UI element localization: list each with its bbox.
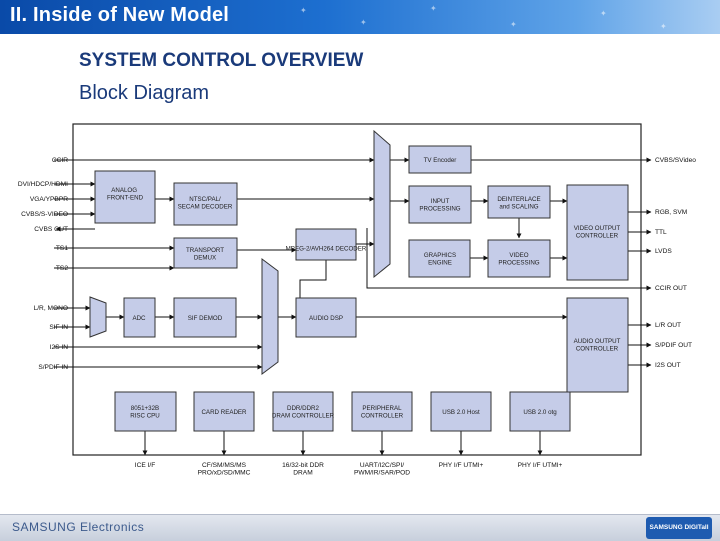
audio-input-mux (89, 296, 107, 338)
output-i2s-out: I2S OUT (655, 362, 681, 369)
block-label: CARD READER (201, 409, 247, 416)
block-mpeg-decoder: MPEG-2/AVH264 DECODER (286, 228, 367, 261)
signal-lines (54, 157, 652, 456)
port-ice: ICE I/F (135, 462, 156, 469)
input-ts2: TS2 (56, 265, 68, 272)
output-lvds: LVDS (655, 248, 672, 255)
input-sif: SIF IN (49, 324, 68, 331)
output-spdif-out: S/PDIF OUT (655, 342, 692, 349)
block-usb-otg: USB 2.0 otg (509, 391, 571, 432)
sparkle-icon: ✦ (660, 22, 667, 31)
section-subtitle: Block Diagram (79, 82, 210, 104)
block-card-reader: CARD READER (193, 391, 255, 432)
port-phy-otg: PHY I/F UTMI+ (518, 462, 563, 469)
output-ccir-out: CCIR OUT (655, 285, 687, 292)
input-cvbs-video: CVBS/S-VIDEO (21, 211, 68, 218)
section-title: SYSTEM CONTROL OVERVIEW (79, 50, 364, 71)
block-label: ADC (132, 315, 146, 322)
block-label: USB 2.0 Host (442, 409, 480, 416)
footer-bar: SAMSUNG Electronics SAMSUNG DIGITall (0, 514, 720, 541)
block-label: USB 2.0 otg (523, 409, 557, 416)
block-label: ANALOG FRONT-END (107, 187, 144, 202)
input-ts1: TS1 (56, 245, 68, 252)
sparkle-icon: ✦ (360, 18, 367, 27)
input-vga: VGA/YPBPR (30, 196, 68, 203)
input-spdif: S/PDIF IN (38, 364, 68, 371)
block-adc: ADC (123, 297, 156, 338)
block-label: SIF DEMOD (188, 315, 223, 322)
block-sif-demod: SIF DEMOD (173, 297, 237, 338)
block-tv-encoder: TV Encoder (408, 145, 472, 174)
header-band: ✦ ✦ ✦ ✦ ✦ ✦ (0, 0, 720, 34)
video-mux (373, 129, 391, 279)
output-cvbs-svideo: CVBS/SVideo (655, 157, 696, 164)
input-ccir: CCIR (52, 157, 68, 164)
sparkle-icon: ✦ (600, 9, 607, 18)
sparkle-icon: ✦ (300, 6, 307, 15)
input-i2s: I2S IN (50, 344, 69, 351)
port-phy-host: PHY I/F UTMI+ (439, 462, 484, 469)
output-rgb-svm: RGB, SVM (655, 209, 687, 216)
input-dvi: DVI/HDCP/HDMI (18, 181, 68, 188)
port-uart: UART/I2C/SPI/PWM/IR/SAR/POD (354, 462, 410, 477)
samsung-digitall-logo: SAMSUNG DIGITall (646, 517, 712, 539)
block-ntsc-decoder: NTSC/PAL/SECAM DECODER (173, 182, 238, 226)
page-title: II. Inside of New Model (10, 4, 230, 26)
sparkle-icon: ✦ (510, 20, 517, 29)
block-label: MPEG-2/AVH264 DECODER (286, 246, 367, 253)
block-label: AUDIO DSP (309, 315, 343, 322)
block-analog-frontend: ANALOG FRONT-END (94, 170, 156, 224)
block-label-line2: FRONT-END (107, 195, 144, 202)
sparkle-icon: ✦ (430, 4, 437, 13)
footer-brand: SAMSUNG Electronics (12, 520, 145, 534)
output-ttl: TTL (655, 229, 667, 236)
audio-mux (261, 258, 279, 375)
block-label: NTSC/PAL/SECAM DECODER (178, 196, 233, 211)
output-lr-out: L/R OUT (655, 322, 681, 329)
output-cvbs-out: CVBS OUT (34, 226, 68, 233)
block-usb-host: USB 2.0 Host (430, 391, 492, 432)
block-audio-dsp: AUDIO DSP (295, 297, 357, 338)
input-lr-mono: L/R, MONO (34, 305, 68, 312)
block-label: TV Encoder (424, 157, 457, 164)
